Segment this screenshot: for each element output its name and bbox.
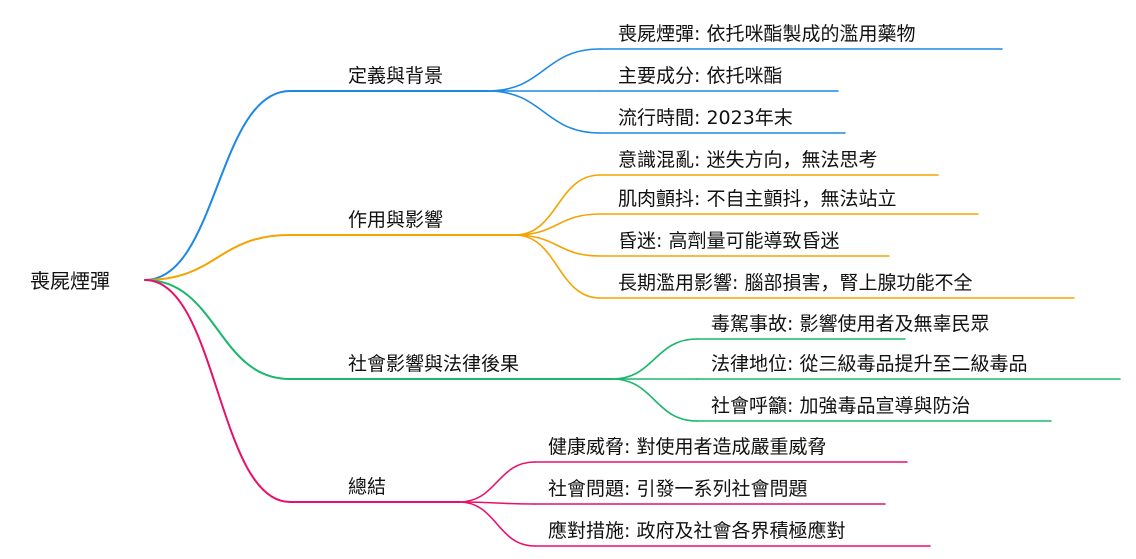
leaf-2-4-label: 長期濫用影響: 腦部損害，腎上腺功能不全 bbox=[618, 272, 972, 294]
edge-branch-2-to-leaf-1 bbox=[514, 174, 601, 236]
edge-branch-3-to-leaf-3 bbox=[611, 378, 698, 422]
leaf-3-2-label: 法律地位: 從三級毒品提升至二級毒品 bbox=[711, 353, 1027, 375]
leaf-2-1-label: 意識混亂: 迷失方向，無法思考 bbox=[618, 149, 877, 171]
edge-branch-4-to-leaf-1 bbox=[458, 461, 536, 503]
edge-root-to-branch-2 bbox=[144, 234, 291, 281]
edge-root-to-branch-1 bbox=[144, 90, 291, 281]
edge-branch-2-to-leaf-3 bbox=[514, 234, 601, 257]
leaf-1-2-label: 主要成分: 依托咪酯 bbox=[618, 65, 782, 87]
leaf-3-1-label: 毒駕事故: 影響使用者及無辜民眾 bbox=[711, 313, 989, 335]
leaf-2-3-label: 昏迷: 高劑量可能導致昏迷 bbox=[618, 230, 839, 252]
leaf-1-3-label: 流行時間: 2023年末 bbox=[618, 107, 793, 129]
leaf-4-2-label: 社會問題: 引發一系列社會問題 bbox=[548, 478, 807, 500]
leaf-3-3-label: 社會呼籲: 加強毒品宣導與防治 bbox=[711, 395, 970, 417]
edge-branch-4-to-leaf-3 bbox=[458, 501, 536, 547]
edge-root-to-branch-4 bbox=[144, 279, 291, 503]
edge-branch-4-to-leaf-2 bbox=[458, 501, 536, 505]
branch-1-label: 定義與背景 bbox=[348, 65, 443, 87]
branch-4-label: 總結 bbox=[348, 476, 386, 498]
edge-branch-1-to-leaf-3 bbox=[487, 90, 601, 134]
leaf-1-1-label: 喪屍煙彈: 依托咪酯製成的濫用藥物 bbox=[618, 23, 915, 45]
branch-3-label: 社會影響與法律後果 bbox=[348, 353, 519, 375]
leaf-4-1-label: 健康威脅: 對使用者造成嚴重威脅 bbox=[548, 436, 826, 458]
leaf-2-2-label: 肌肉顫抖: 不自主顫抖，無法站立 bbox=[618, 188, 896, 210]
branch-2-label: 作用與影響 bbox=[348, 209, 443, 231]
edge-branch-1-to-leaf-1 bbox=[487, 48, 601, 92]
edge-root-to-branch-3 bbox=[144, 279, 291, 380]
edge-branch-2-to-leaf-4 bbox=[514, 234, 601, 299]
edge-branch-2-to-leaf-2 bbox=[514, 213, 601, 236]
root-node-label: 喪屍煙彈 bbox=[30, 269, 110, 293]
edge-branch-3-to-leaf-1 bbox=[611, 338, 698, 380]
mindmap-edges bbox=[144, 48, 1121, 547]
leaf-4-3-label: 應對措施: 政府及社會各界積極應對 bbox=[548, 519, 845, 542]
